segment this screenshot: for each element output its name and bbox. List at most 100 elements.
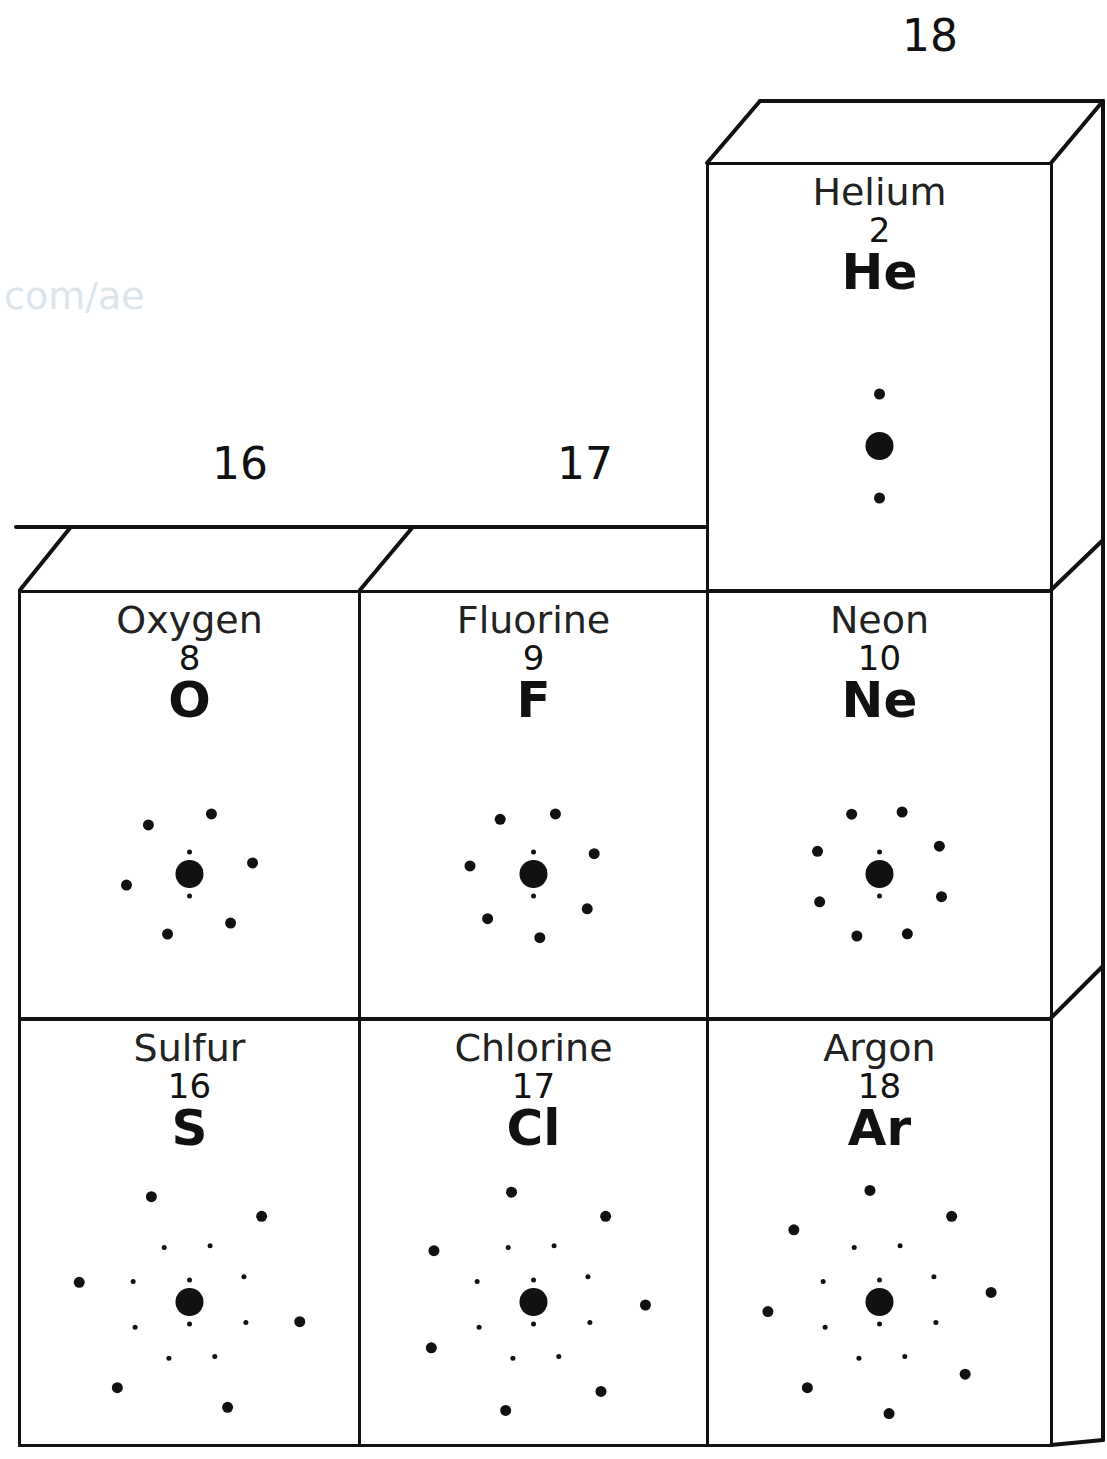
cell-text-group: Neon10Ne [709,593,1050,725]
electron-dot [162,929,173,940]
element-symbol: S [171,1103,207,1153]
top-back-edge [760,99,1103,103]
electron-dot [247,857,258,868]
electron-dot [640,1300,651,1311]
atomic-number: 16 [168,1069,211,1103]
electron-dot [582,903,593,914]
electron-dot [884,1408,895,1419]
element-cell: Fluorine9F [358,590,709,1020]
electron-dot [898,1243,903,1248]
electron-dot [294,1316,305,1327]
atomic-number: 10 [858,641,901,675]
atomic-number: 8 [179,641,201,675]
element-cell: Oxygen8O [18,590,361,1020]
nucleus [866,860,894,888]
electron-dot [212,1354,217,1359]
top-back-edge [16,525,706,529]
electron-dot [121,880,132,891]
electron-dot [243,1320,248,1325]
electron-dot [506,1245,511,1250]
atomic-number: 17 [512,1069,555,1103]
electron-dot [475,1279,480,1284]
electron-dot [112,1382,123,1393]
electron-dot [902,928,913,939]
electron-dot [877,850,882,855]
watermark: com/ae [4,276,164,318]
electron-dot [902,1354,907,1359]
electron-dot [874,389,885,400]
element-symbol: Cl [507,1103,561,1153]
element-symbol: O [168,675,211,725]
electron-dot [762,1306,773,1317]
electron-dot [846,809,857,820]
electron-dot [241,1274,246,1279]
top-slant [20,528,70,590]
electron-dot [936,891,947,902]
electron-dot [426,1342,437,1353]
electron-dot [465,860,476,871]
electron-dot [510,1356,515,1361]
electron-dot [495,814,506,825]
electron-dot [208,1243,213,1248]
electron-dot [131,1279,136,1284]
cell-text-group: Oxygen8O [21,593,358,725]
electron-dot [531,850,536,855]
electron-dot [600,1211,611,1222]
electron-dot [477,1325,482,1330]
top-slant [707,101,760,163]
element-cell: Sulfur16S [18,1018,361,1447]
electron-dot [788,1224,799,1235]
electron-dot [986,1287,997,1298]
cell-text-group: Chlorine17Cl [361,1021,706,1153]
top-slant [360,528,412,590]
element-name: Chlorine [454,1029,612,1069]
electron-dot [595,1386,606,1397]
cell-text-group: Argon18Ar [709,1021,1050,1153]
electron-dot [482,913,493,924]
electron-dot [934,841,945,852]
nucleus [176,860,204,888]
atomic-number: 18 [858,1069,901,1103]
electron-dot [143,819,154,830]
electron-dot [877,1322,882,1327]
electron-dot [814,896,825,907]
electron-dot [531,1322,536,1327]
nucleus [520,1288,548,1316]
side-back-edge [1101,101,1105,1440]
electron-dot [550,808,561,819]
cell-text-group: Fluorine9F [361,593,706,725]
element-name: Argon [823,1029,935,1069]
electron-dot [552,1243,557,1248]
cell-text-group: Sulfur16S [21,1021,358,1153]
electron-dot [933,1320,938,1325]
nucleus [866,432,894,460]
nucleus [866,1288,894,1316]
side-slant [1051,1440,1103,1445]
electron-dot [225,918,236,929]
element-symbol: He [842,247,918,297]
electron-dot [133,1325,138,1330]
electron-dot [960,1369,971,1380]
element-symbol: F [516,675,550,725]
electron-dot [856,1356,861,1361]
electron-dot [256,1211,267,1222]
element-cell: Neon10Ne [706,590,1053,1020]
electron-dot [500,1405,511,1416]
electron-dot [534,932,545,943]
side-slant [1051,540,1103,590]
electron-dot [931,1274,936,1279]
atomic-number: 9 [523,641,545,675]
electron-dot [187,850,192,855]
nucleus [520,860,548,888]
electron-dot [864,1185,875,1196]
electron-dot [531,1278,536,1283]
electron-dot [506,1187,517,1198]
electron-dots [74,389,997,1420]
element-cell: Argon18Ar [706,1018,1053,1447]
electron-dot [877,894,882,899]
electron-dot [585,1274,590,1279]
top-slant [1051,101,1103,163]
